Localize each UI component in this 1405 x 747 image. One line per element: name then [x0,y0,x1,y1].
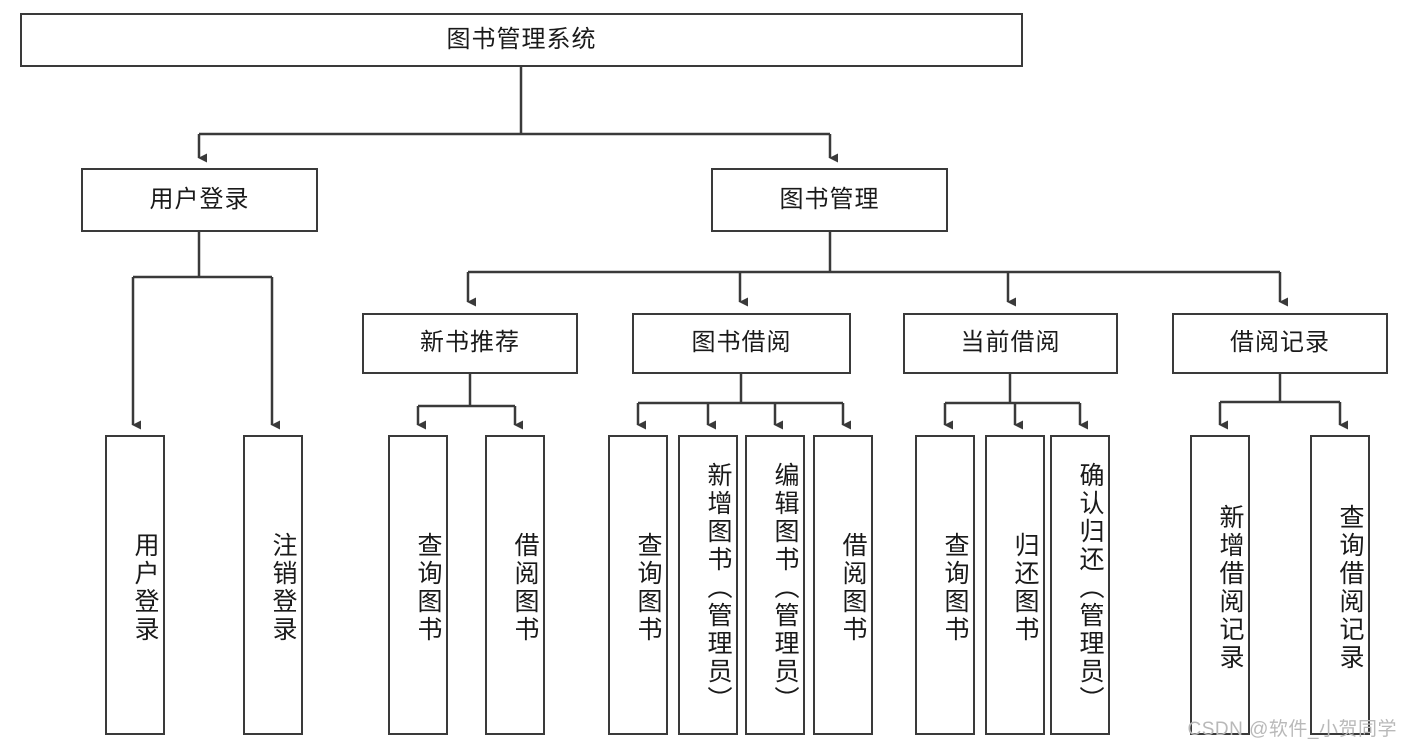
node-label: 用户登录 [131,532,159,644]
node-label: 新书推荐 [420,329,520,357]
node-label: 借阅记录 [1230,329,1330,357]
node-leaf-user-login[interactable]: 用户登录 [105,435,165,735]
node-leaf-return-book[interactable]: 归还图书 [985,435,1045,735]
node-current-borrow[interactable]: 当前借阅 [903,313,1118,374]
node-leaf-query-book-1[interactable]: 查询图书 [388,435,448,735]
node-label: 新增借阅记录 [1216,504,1244,672]
node-label: 图书管理 [779,185,880,213]
node-leaf-query-book-3[interactable]: 查询图书 [915,435,975,735]
node-label: 注销登录 [269,532,297,644]
node-leaf-borrow-book-2[interactable]: 借阅图书 [813,435,873,735]
node-label: 查询图书 [941,532,969,644]
node-leaf-query-record[interactable]: 查询借阅记录 [1310,435,1370,735]
node-leaf-query-book-2[interactable]: 查询图书 [608,435,668,735]
node-label: 当前借阅 [960,329,1061,357]
node-leaf-logout[interactable]: 注销登录 [243,435,303,735]
node-leaf-borrow-book-1[interactable]: 借阅图书 [485,435,545,735]
node-book-management-system[interactable]: 图书管理系统 [20,13,1023,67]
node-label: 用户登录 [149,185,250,213]
node-book-borrow[interactable]: 图书借阅 [632,313,851,374]
node-label: 查询图书 [414,532,442,644]
node-label: 借阅图书 [511,532,539,644]
node-leaf-add-book[interactable]: 新增图书（管理员） [678,435,738,735]
csdn-watermark: CSDN @软件_小贺同学 [1187,719,1397,740]
node-label: 借阅图书 [839,532,867,644]
node-leaf-add-record[interactable]: 新增借阅记录 [1190,435,1250,735]
node-label: 归还图书 [1011,532,1039,644]
node-label: 查询借阅记录 [1336,504,1364,672]
node-book-manage[interactable]: 图书管理 [711,168,948,232]
node-leaf-confirm-return[interactable]: 确认归还（管理员） [1050,435,1110,735]
node-user-login[interactable]: 用户登录 [81,168,318,232]
node-label: 查询图书 [634,532,662,644]
node-label: 图书借阅 [691,329,792,357]
node-label: 确认归还（管理员） [1076,462,1104,714]
node-borrow-record[interactable]: 借阅记录 [1172,313,1388,374]
node-label: 编辑图书（管理员） [771,462,799,714]
node-label: 图书管理系统 [446,25,597,53]
node-label: 新增图书（管理员） [704,462,732,714]
node-new-book-recommend[interactable]: 新书推荐 [362,313,578,374]
node-leaf-edit-book[interactable]: 编辑图书（管理员） [745,435,805,735]
